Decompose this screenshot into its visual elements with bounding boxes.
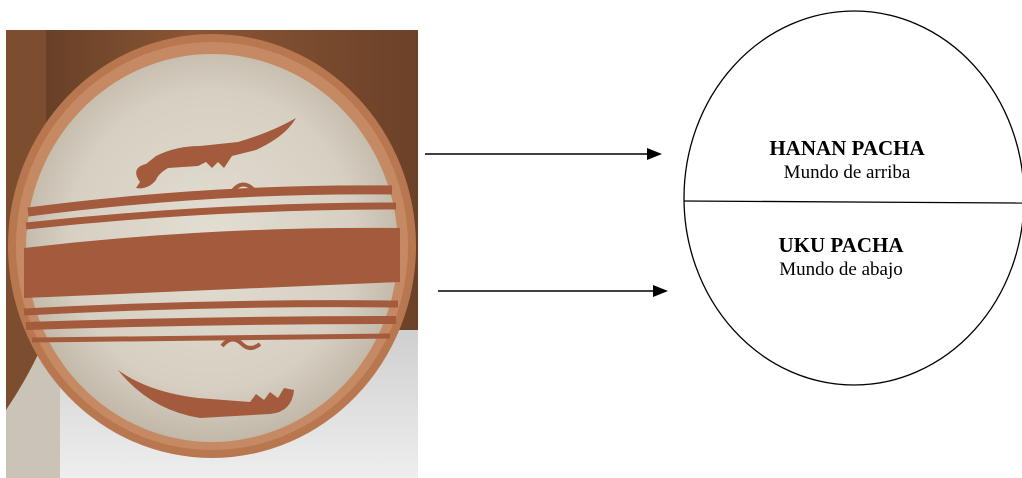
lower-world-label: UKU PACHA Mundo de abajo bbox=[710, 233, 972, 281]
uku-pacha-subtitle: Mundo de abajo bbox=[710, 258, 972, 281]
arrow-upper bbox=[425, 148, 662, 160]
hanan-pacha-subtitle: Mundo de arriba bbox=[716, 161, 978, 184]
ceramic-bowl-photo bbox=[6, 30, 418, 478]
upper-world-label: HANAN PACHA Mundo de arriba bbox=[716, 136, 978, 184]
circle-divider-line bbox=[684, 201, 1022, 203]
hanan-pacha-title: HANAN PACHA bbox=[716, 136, 978, 161]
uku-pacha-title: UKU PACHA bbox=[710, 233, 972, 258]
arrow-lower bbox=[438, 285, 668, 297]
pacha-circle bbox=[684, 11, 1022, 385]
